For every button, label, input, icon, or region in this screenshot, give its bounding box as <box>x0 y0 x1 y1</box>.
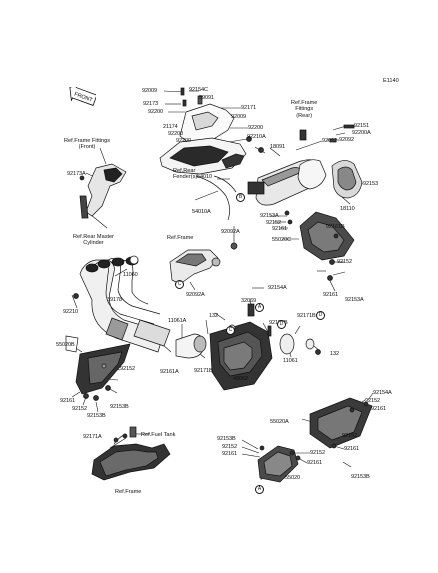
ref-fuel-tank: Ref.Fuel Tank <box>141 432 176 438</box>
callout-c: C <box>226 326 235 335</box>
part-number-label: 55020A <box>270 419 289 425</box>
part-number-label: 55020 <box>285 475 301 481</box>
callout-c: C <box>175 280 184 289</box>
part-number-label: 92200 <box>148 109 164 115</box>
part-number-label: 49062 <box>233 376 249 382</box>
part-number-label: 92152 <box>365 398 381 404</box>
part-number-label: 92154A <box>268 285 287 291</box>
part-number-label: 92161 <box>272 226 288 232</box>
callout-a: A <box>255 303 264 312</box>
part-number-label: 92171B <box>194 368 213 374</box>
part-number-label: 54010 <box>197 174 213 180</box>
part-number-label: 92200 <box>168 131 184 137</box>
part-number-label: 92153A <box>260 213 279 219</box>
part-number-label: 11061 <box>283 358 298 364</box>
part-number-label: 92092A <box>186 292 205 298</box>
callout-d: D <box>316 311 325 320</box>
part-number-label: 92152 <box>120 366 136 372</box>
part-number-label: 92152 <box>266 220 282 226</box>
part-number-label: 92153B <box>87 413 106 419</box>
ref-frame-fittings-rear: Ref.Frame Fittings (Rear) <box>291 100 318 119</box>
part-number-label: 92009 <box>231 114 247 120</box>
part-number-label: 92154C <box>189 87 208 93</box>
part-number-label: 92210 <box>63 309 79 315</box>
part-number-label: 92171B <box>297 313 316 319</box>
part-number-label: 21174 <box>163 124 178 130</box>
part-number-label: 92153B <box>351 474 370 480</box>
ref-rear-fender: Ref.Rear Fender(s) <box>173 168 198 181</box>
ref-frame-fittings-front: Ref.Frame Fittings (Front) <box>64 138 111 151</box>
callout-b: B <box>236 193 245 202</box>
part-number-label: 132 <box>330 351 340 357</box>
part-number-label: 92161 <box>222 451 238 457</box>
part-number-label: 92153A <box>345 297 364 303</box>
part-number-label: 92161A <box>160 369 179 375</box>
part-number-label: 92200A <box>352 130 371 136</box>
part-number-label: 18110 <box>340 206 355 212</box>
front-direction-badge: FRONT <box>68 84 98 106</box>
part-number-label: 39178 <box>107 297 123 303</box>
part-number-label: 92161 <box>323 292 339 298</box>
part-number-label: 92171 <box>241 105 257 111</box>
part-number-label: 92153B <box>217 436 236 442</box>
part-number-label: 92210A <box>247 134 266 140</box>
part-number-label: 92200 <box>248 125 264 131</box>
ref-frame: Ref.Frame <box>167 235 194 241</box>
ref-frame: Ref.Frame <box>115 489 142 495</box>
part-number-label: 92092 <box>322 138 338 144</box>
callout-d: D <box>277 320 286 329</box>
part-number-label: 92152 <box>310 450 326 456</box>
part-number-label: 59091 <box>199 95 215 101</box>
part-number-label: 54010A <box>192 209 211 215</box>
part-number-label: 92092A <box>221 229 240 235</box>
part-number-label: 92152 <box>72 406 88 412</box>
part-number-label: 92152 <box>342 433 358 439</box>
part-number-label: 92092 <box>339 137 355 143</box>
part-number-label: 92152 <box>337 259 353 265</box>
part-number-label: 55020B <box>56 342 75 348</box>
part-number-label: 92161 <box>307 460 323 466</box>
part-number-label: 55020C <box>272 237 291 243</box>
part-number-label: 92154A <box>373 390 392 396</box>
part-number-label: 92152 <box>222 444 238 450</box>
part-number-label: 92171A <box>83 434 102 440</box>
part-number-label: 92153B <box>110 404 129 410</box>
part-number-label: 92161 <box>344 446 360 452</box>
part-number-label: 132 <box>209 313 219 319</box>
part-number-label: 92161 <box>371 406 387 412</box>
part-number-label: 92009 <box>142 88 158 94</box>
ref-rear-master-cylinder: Ref.Rear Master Cylinder <box>73 234 115 247</box>
part-number-label: 92153 <box>363 181 379 187</box>
part-number-label: 92161B <box>326 224 345 230</box>
part-number-label: 92173 <box>143 101 159 107</box>
part-number-label: 11060 <box>123 272 138 278</box>
part-number-label: 11061A <box>168 318 187 324</box>
part-number-label: 92161 <box>60 398 76 404</box>
part-number-label: 92200 <box>176 138 192 144</box>
part-number-label: 32069 <box>241 298 257 304</box>
callout-a: A <box>255 485 264 494</box>
part-number-label: 92173A <box>67 171 86 177</box>
part-number-label: 18091 <box>270 144 286 150</box>
part-number-label: 92151 <box>354 123 370 129</box>
diagram-id: E1140 <box>383 78 399 84</box>
